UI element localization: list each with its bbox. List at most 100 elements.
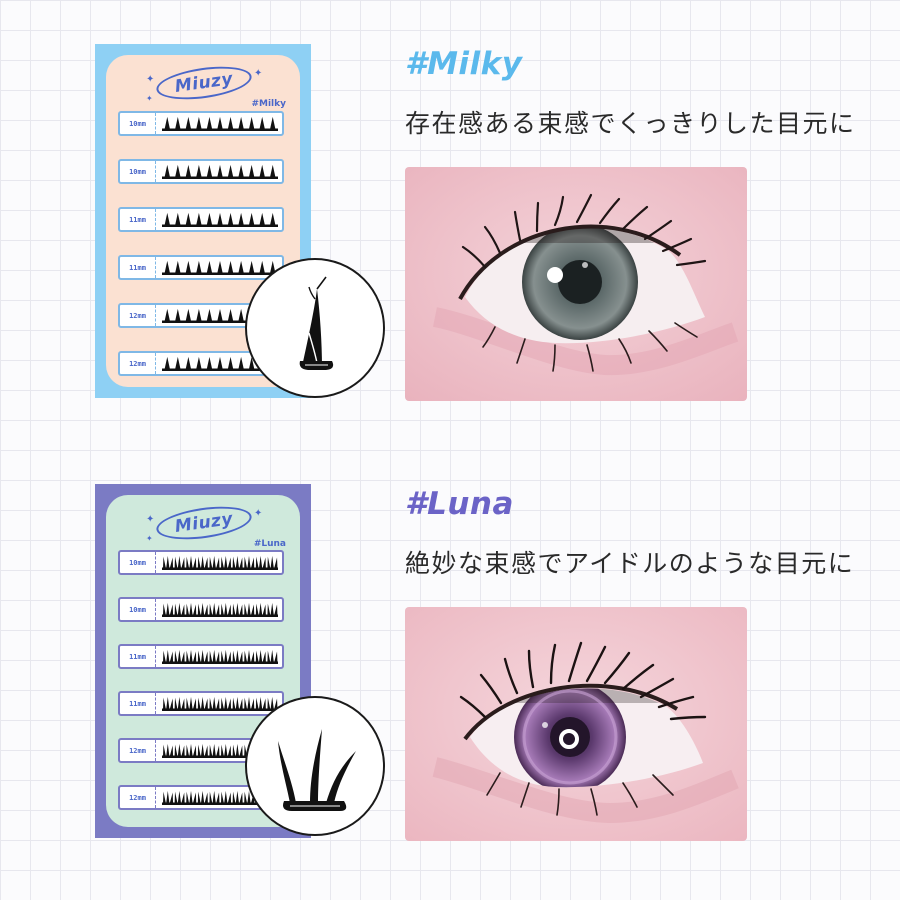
lash-cluster (206, 164, 213, 179)
lash-cluster (164, 260, 171, 275)
lash-strip-icon (162, 602, 278, 617)
lash-strip-icon (162, 212, 278, 227)
lash-band (162, 567, 278, 570)
card-variant-tag: #Luna (253, 539, 286, 549)
lash-cluster (197, 790, 208, 805)
lash-strip (156, 646, 282, 667)
lash-cluster (259, 116, 266, 131)
lash-cluster (238, 308, 244, 323)
lash-cluster (162, 790, 174, 805)
length-label: 12mm (120, 787, 156, 808)
lash-cluster (185, 212, 192, 227)
lash-band (162, 176, 278, 179)
lash-cluster (185, 356, 192, 371)
lash-row: 11mm (118, 691, 284, 716)
lash-strip (156, 693, 282, 714)
lash-cluster (196, 164, 202, 179)
lash-cluster (174, 212, 181, 227)
lash-cluster (255, 696, 266, 711)
lash-row: 11mm (118, 207, 284, 232)
lash-cluster (196, 116, 202, 131)
lash-cluster (232, 696, 243, 711)
length-label: 11mm (120, 646, 156, 667)
lash-cluster (186, 790, 197, 805)
brand-logo: Miuzy (173, 69, 235, 97)
lash-cluster (217, 260, 223, 275)
lash-closeup (245, 258, 385, 398)
lash-cluster (232, 602, 243, 617)
lash-cluster (164, 164, 171, 179)
lash-cluster (186, 649, 197, 664)
lash-cluster (267, 696, 278, 711)
lash-cluster (209, 790, 220, 805)
variant-title: #Milky (405, 46, 523, 82)
lash-cluster (248, 356, 255, 371)
lash-cluster (174, 696, 185, 711)
lash-cluster (244, 602, 255, 617)
sparkle-icon: ✦ (254, 68, 263, 79)
lash-band (162, 272, 278, 275)
lash-cluster (164, 356, 171, 371)
sparkle-icon: ✦ (254, 508, 263, 519)
lash-cluster (174, 260, 181, 275)
lash-cluster (186, 555, 197, 570)
lash-cluster (197, 602, 208, 617)
lash-cluster (164, 308, 171, 323)
lash-cluster (238, 164, 244, 179)
lash-cluster (217, 356, 223, 371)
length-label: 12mm (120, 353, 156, 374)
lash-band (162, 128, 278, 131)
lash-cluster (206, 212, 213, 227)
lash-cluster (227, 260, 234, 275)
lash-cluster (174, 555, 185, 570)
lash-strip (156, 161, 282, 182)
lash-strip (156, 209, 282, 230)
lash-cluster (197, 696, 208, 711)
lash-cluster (206, 260, 213, 275)
lash-cluster (185, 164, 192, 179)
lash-cluster (174, 116, 181, 131)
lash-cluster (174, 743, 185, 758)
lash-cluster (255, 555, 266, 570)
lash-cluster (209, 649, 220, 664)
lash-cluster (197, 743, 208, 758)
lash-band (162, 224, 278, 227)
lash-cluster (227, 308, 234, 323)
lash-row: 11mm (118, 644, 284, 669)
lash-cluster (206, 116, 213, 131)
lash-cluster (255, 602, 266, 617)
length-label: 12mm (120, 305, 156, 326)
lash-cluster (269, 212, 276, 227)
card-variant-tag: #Milky (251, 99, 286, 109)
lash-strip-icon (162, 164, 278, 179)
lash-band (162, 802, 278, 805)
triple-lash-cluster-icon (278, 729, 356, 811)
eye-photo (405, 167, 747, 401)
lash-cluster (209, 696, 220, 711)
brand-logo: Miuzy (173, 509, 235, 537)
lash-cluster (238, 260, 244, 275)
lash-cluster (255, 649, 266, 664)
product-section-luna: Miuzy ✦ ✦ ✦ #Luna 10mm 10mm 11mm 11mm (0, 440, 900, 860)
product-section-milky: Miuzy ✦ ✦ ✦ #Milky 10mm 10mm 11mm 11mm (0, 0, 900, 420)
lash-strip-icon (162, 116, 278, 131)
sparkle-icon: ✦ (146, 94, 153, 103)
lash-strip (156, 113, 282, 134)
lash-cluster (217, 212, 223, 227)
lash-cluster (196, 356, 202, 371)
lash-cluster (227, 212, 234, 227)
card-panel: Miuzy ✦ ✦ ✦ #Milky 10mm 10mm 11mm 11mm (106, 55, 300, 387)
lash-closeup (245, 696, 385, 836)
lash-cluster (196, 212, 202, 227)
length-label: 12mm (120, 740, 156, 761)
lash-cluster (162, 649, 174, 664)
lash-cluster (267, 555, 278, 570)
variant-tagline: 存在感ある束感でくっきりした目元に (405, 109, 856, 138)
lash-cluster (162, 602, 174, 617)
lash-cluster (238, 116, 244, 131)
lash-cluster (244, 790, 255, 805)
lash-cluster (174, 308, 181, 323)
lash-cluster (185, 260, 192, 275)
length-label: 10mm (120, 599, 156, 620)
lash-cluster (162, 743, 174, 758)
